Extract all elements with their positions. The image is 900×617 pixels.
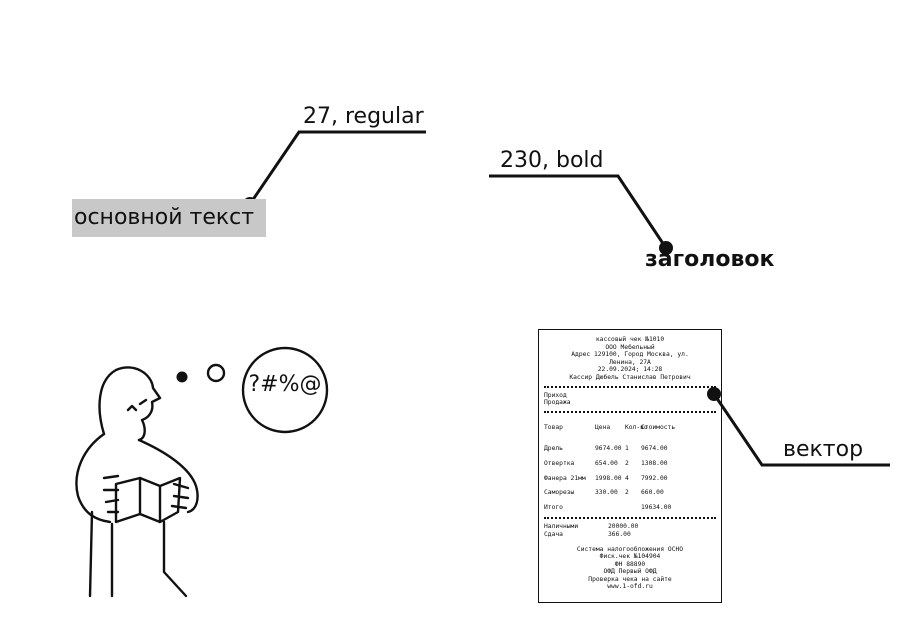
item-price: 654.00 — [595, 459, 618, 467]
receipt-footer-line: Система налогообложения ОСНО — [576, 545, 684, 553]
receipt-item-row: Отвертка 654.00 2 1308.00 — [539, 460, 721, 468]
receipt-divider — [544, 385, 716, 388]
change-value: 366.00 — [608, 530, 631, 538]
receipt-header-line: 22.09.2024; 14:28 — [597, 366, 663, 374]
receipt-divider — [544, 517, 716, 520]
receipt-header-line: Адрес 129100, Город Москва, ул. — [571, 351, 689, 359]
receipt-header-line: Кассир Дюбель Станислав Петрович — [569, 373, 691, 381]
bold-leader-line — [489, 174, 668, 249]
receipt-item-row: Саморезы 330.00 2 660.00 — [539, 489, 721, 497]
item-cost: 660.00 — [641, 489, 664, 497]
item-qty: 2 — [625, 459, 629, 467]
cash-label: Наличными — [544, 523, 579, 531]
bold-leader-dot — [659, 241, 673, 255]
thought-circle-small — [206, 363, 226, 383]
col-header: Цена — [595, 423, 611, 431]
total-label: Итого — [544, 503, 563, 511]
receipt-header-line: Ленина, 27А — [609, 358, 651, 366]
item-cost: 1308.00 — [641, 459, 668, 467]
receipt-columns: Товар Цена Кол-во Стоимость — [539, 424, 721, 432]
receipt-divider — [544, 410, 716, 413]
regular-spec-label: 27, regular — [303, 104, 424, 129]
receipt-item-row: Дрель 9674.00 1 9674.00 — [539, 445, 721, 453]
thought-dot-small — [176, 371, 188, 383]
item-name: Дрель — [544, 445, 563, 453]
col-header: Товар — [544, 423, 563, 431]
heading-sample: заголовок — [645, 247, 775, 272]
vector-leader-line — [712, 393, 890, 467]
receipt-income: Приход — [544, 391, 567, 399]
vector-leader-dot — [707, 387, 721, 401]
col-header: Стоимость — [641, 423, 676, 431]
vector-label: вектор — [783, 437, 864, 462]
cash-value: 20000.00 — [608, 523, 639, 531]
item-qty: 4 — [625, 474, 629, 482]
receipt-change-row: Сдача 366.00 — [539, 531, 721, 539]
thought-bubble-circle — [241, 346, 329, 434]
receipt-footer-line: www.1-ofd.ru — [607, 583, 653, 591]
body-text-sample: основной текст — [72, 199, 266, 237]
receipt-total-row: Итого 19634.00 — [539, 504, 721, 512]
receipt: кассовый чек №1010 ООО Мебельный Адрес 1… — [538, 329, 722, 603]
receipt-footer-line: ОФД Первый ОФД — [603, 568, 657, 576]
receipt-sale: Продажа — [544, 399, 571, 407]
regular-leader-line — [248, 130, 426, 205]
item-cost: 9674.00 — [641, 445, 668, 453]
receipt-footer-line: Проверка чека на сайте — [588, 575, 672, 583]
item-name: Отвертка — [544, 459, 575, 467]
item-price: 330.00 — [595, 489, 618, 497]
change-label: Сдача — [544, 530, 563, 538]
bold-spec-label: 230, bold — [500, 148, 604, 173]
receipt-header-line: кассовый чек №1010 — [595, 336, 665, 343]
receipt-header-line: ООО Мебельный — [605, 343, 655, 351]
item-price: 9674.00 — [595, 445, 622, 453]
item-cost: 7992.00 — [641, 474, 668, 482]
item-price: 1998.00 — [595, 474, 622, 482]
thought-bubble-text: ?#%@ — [248, 372, 322, 397]
item-qty: 2 — [625, 489, 629, 497]
receipt-item-row: Фанера 21мм 1998.00 4 7992.00 — [539, 475, 721, 483]
receipt-cash-row: Наличными 20000.00 — [539, 523, 721, 531]
col-header: Кол-во — [625, 423, 648, 431]
receipt-footer-line: ФН 88890 — [614, 560, 646, 568]
total-value: 19634.00 — [641, 503, 672, 511]
item-name: Саморезы — [544, 489, 575, 497]
person-figure-icon — [75, 366, 199, 598]
item-qty: 1 — [625, 445, 629, 453]
receipt-footer-line: Фиск.чек №104904 — [599, 553, 661, 561]
item-name: Фанера 21мм — [544, 474, 586, 482]
